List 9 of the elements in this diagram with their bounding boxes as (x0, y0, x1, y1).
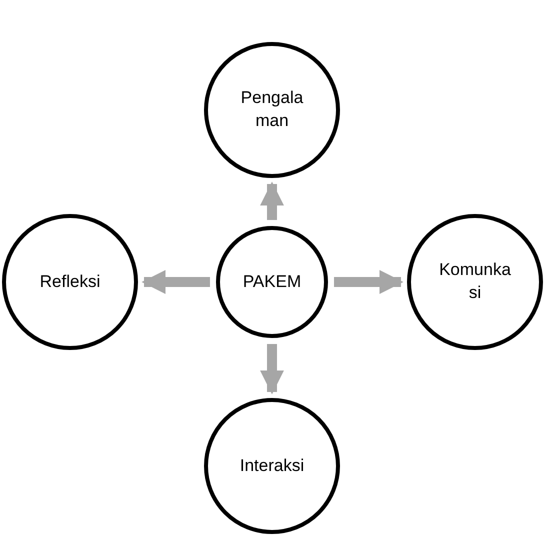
node-label: Interaksi (240, 454, 304, 477)
block-arrow (260, 344, 284, 394)
node-label: Pengala man (240, 87, 304, 132)
block-arrow (334, 270, 404, 294)
node-label: Komunka si (438, 259, 512, 304)
block-arrow (142, 270, 210, 294)
node-label: PAKEM (242, 270, 302, 293)
node-label: Refleksi (40, 270, 100, 293)
block-arrow (260, 182, 284, 220)
